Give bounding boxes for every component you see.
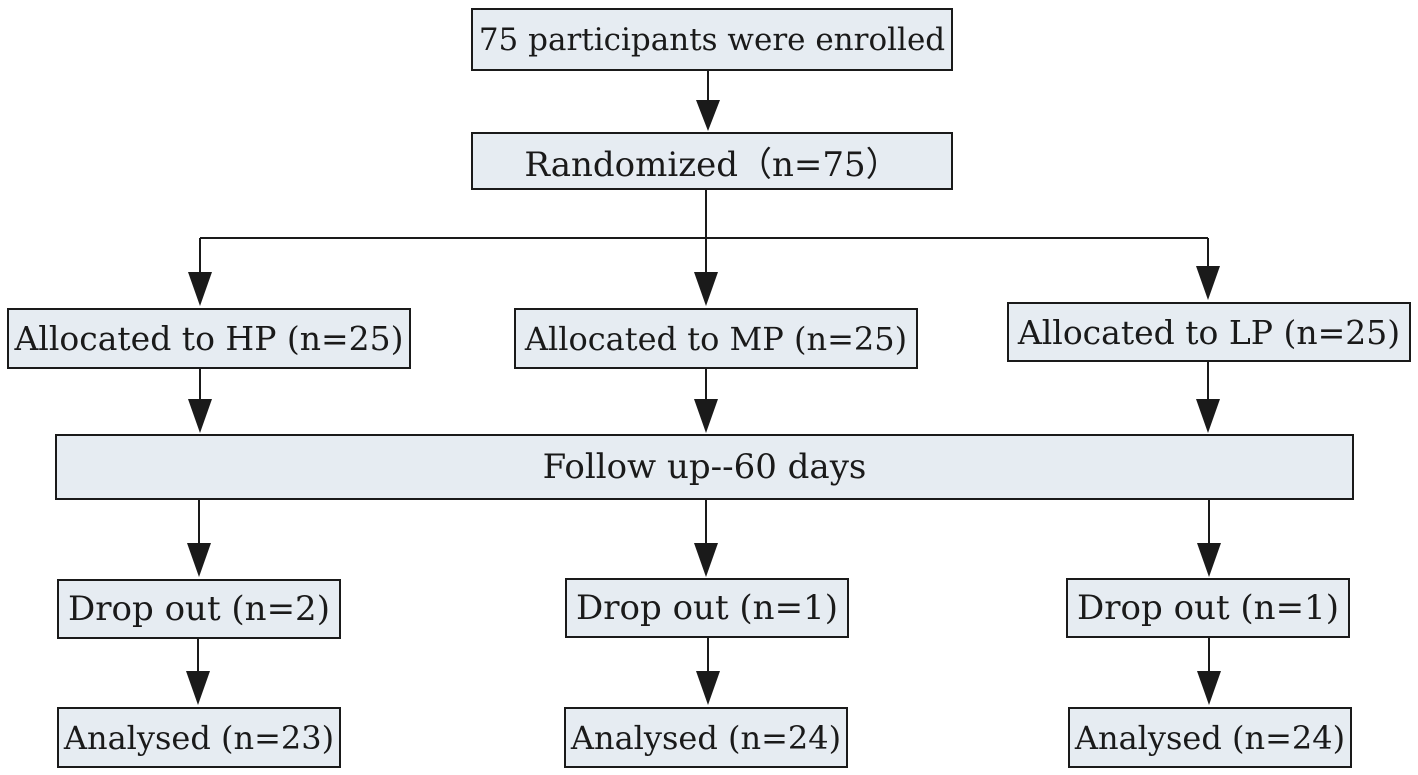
arrowhead-drop-hp-to-analysed bbox=[186, 671, 210, 705]
randomized-box: Randomized（n=75） bbox=[471, 132, 953, 190]
arrowhead-mp-to-follow-up bbox=[694, 399, 718, 433]
arrowhead-follow-up-to-drop-mp bbox=[694, 543, 718, 577]
allocated-lp-label: Allocated to LP (n=25) bbox=[1017, 312, 1401, 352]
analysed-lp-box: Analysed (n=24) bbox=[1068, 707, 1352, 768]
allocated-hp-label: Allocated to HP (n=25) bbox=[14, 319, 404, 358]
enrolled-label: 75 participants were enrolled bbox=[478, 21, 946, 58]
arrowhead-branch-to-hp bbox=[188, 272, 212, 306]
analysed-lp-label: Analysed (n=24) bbox=[1074, 718, 1346, 757]
analysed-mp-label: Analysed (n=24) bbox=[570, 718, 842, 757]
drop-out-mp-box: Drop out (n=1) bbox=[565, 578, 849, 638]
analysed-mp-box: Analysed (n=24) bbox=[564, 707, 848, 768]
arrowhead-branch-to-mp bbox=[694, 272, 718, 306]
drop-out-lp-box: Drop out (n=1) bbox=[1066, 578, 1350, 638]
arrowhead-hp-to-follow-up bbox=[188, 399, 212, 433]
allocated-lp-box: Allocated to LP (n=25) bbox=[1007, 302, 1411, 362]
drop-out-hp-label: Drop out (n=2) bbox=[68, 589, 330, 629]
allocated-mp-label: Allocated to MP (n=25) bbox=[524, 319, 908, 358]
arrowhead-drop-lp-to-analysed bbox=[1197, 671, 1221, 705]
drop-out-lp-label: Drop out (n=1) bbox=[1077, 588, 1339, 628]
drop-out-mp-label: Drop out (n=1) bbox=[576, 588, 838, 628]
enrolled-box: 75 participants were enrolled bbox=[471, 8, 953, 71]
analysed-hp-box: Analysed (n=23) bbox=[57, 707, 341, 768]
arrowhead-lp-to-follow-up bbox=[1196, 399, 1220, 433]
arrowhead-follow-up-to-drop-hp bbox=[187, 543, 211, 577]
allocated-mp-box: Allocated to MP (n=25) bbox=[514, 308, 918, 369]
randomized-label: Randomized（n=75） bbox=[524, 144, 900, 185]
arrowhead-drop-mp-to-analysed bbox=[696, 671, 720, 705]
arrowhead-follow-up-to-drop-lp bbox=[1197, 543, 1221, 577]
arrowhead-branch-to-lp bbox=[1196, 266, 1220, 300]
drop-out-hp-box: Drop out (n=2) bbox=[57, 579, 341, 639]
arrowhead-enrolled-to-randomized bbox=[696, 100, 720, 131]
allocated-hp-box: Allocated to HP (n=25) bbox=[7, 308, 411, 369]
analysed-hp-label: Analysed (n=23) bbox=[63, 718, 335, 757]
follow-up-label: Follow up--60 days bbox=[542, 447, 867, 487]
follow-up-box: Follow up--60 days bbox=[55, 434, 1354, 500]
